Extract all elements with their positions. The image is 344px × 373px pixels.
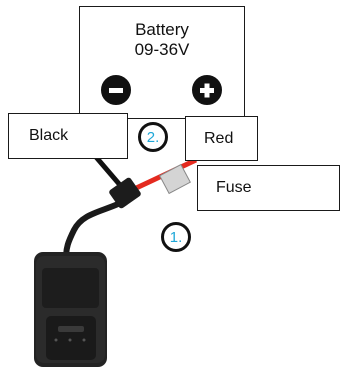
step-2-badge: 2.	[138, 122, 168, 152]
step-1-badge: 1.	[161, 222, 191, 252]
gps-tracker-device	[34, 252, 107, 367]
plus-icon	[192, 75, 222, 105]
minus-icon	[101, 75, 131, 105]
connector	[109, 177, 141, 209]
device-cable	[63, 201, 120, 259]
battery-voltage: 09-36V	[134, 40, 190, 59]
battery-box: Battery 09-36V	[79, 6, 245, 119]
battery-title: Battery	[135, 20, 189, 39]
red-wire-label: Red	[185, 116, 258, 161]
fuse-holder	[159, 163, 191, 195]
black-wire-label: Black	[8, 113, 128, 159]
fuse-label: Fuse	[197, 165, 340, 211]
